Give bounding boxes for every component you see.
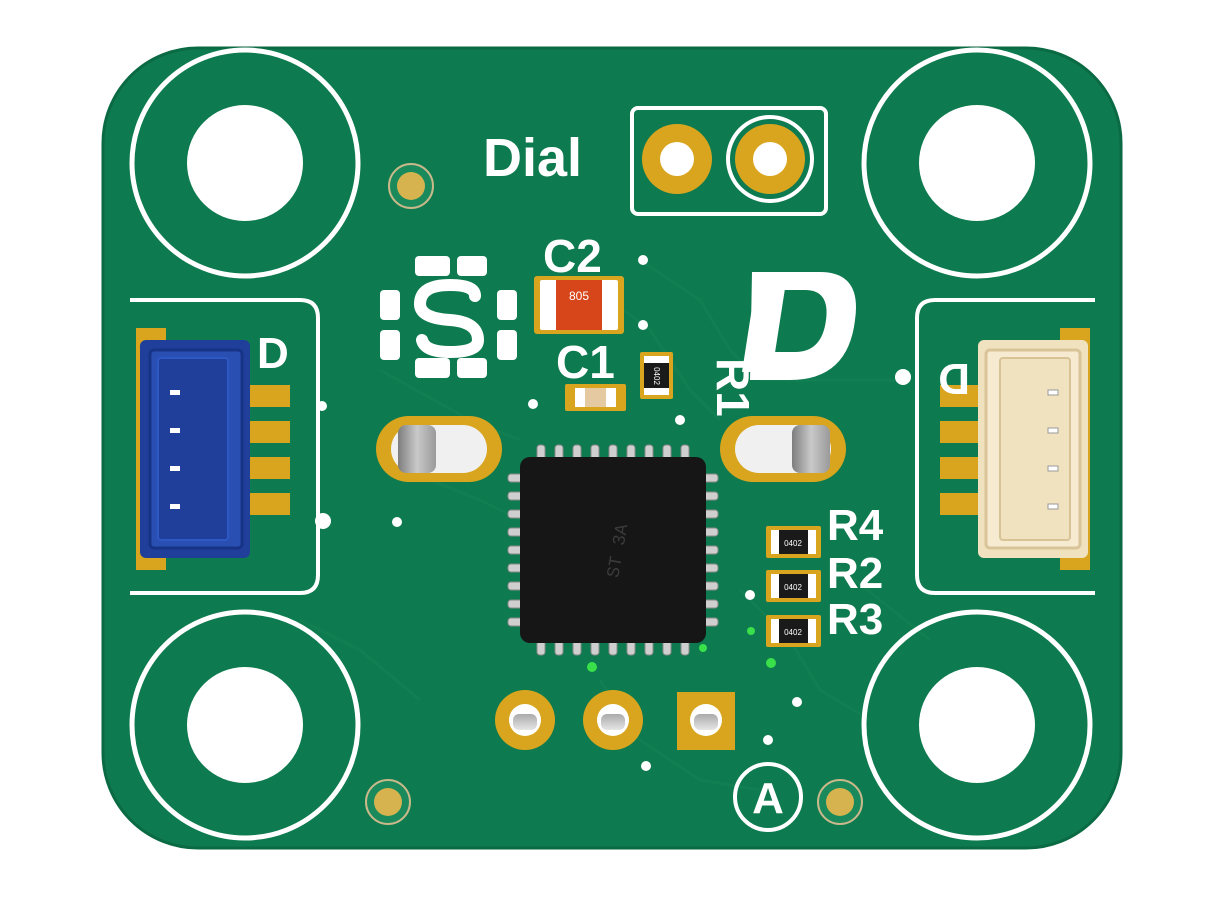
slot-hole-left bbox=[376, 416, 502, 482]
dial-label: Dial bbox=[483, 128, 582, 188]
resistor-r1: 0402 bbox=[640, 352, 673, 399]
ic-chip: ST 3A bbox=[507, 444, 719, 656]
a-label: A bbox=[752, 774, 784, 823]
capacitor-c2: 805 bbox=[534, 276, 624, 334]
logo-d-icon bbox=[742, 272, 856, 380]
c2-package-label: 805 bbox=[569, 289, 589, 303]
capacitor-c1 bbox=[565, 384, 626, 411]
resistor-r2: 0402 bbox=[766, 570, 821, 602]
d-left-label: D bbox=[257, 329, 289, 378]
r1-package-label: 0402 bbox=[652, 367, 661, 385]
c1-label: C1 bbox=[556, 336, 615, 388]
mounting-hole-bottom-right bbox=[861, 609, 1093, 841]
mounting-hole-bottom-left bbox=[129, 609, 361, 841]
slot-hole-right bbox=[720, 416, 846, 482]
small-vias bbox=[315, 255, 911, 771]
green-vias bbox=[587, 627, 776, 672]
resistor-r3: 0402 bbox=[766, 615, 821, 647]
r4-label: R4 bbox=[827, 501, 884, 550]
r4-package-label: 0402 bbox=[784, 539, 802, 548]
via-pads bbox=[365, 163, 863, 825]
a-marker: A bbox=[733, 762, 803, 832]
r2-package-label: 0402 bbox=[784, 583, 802, 592]
r3-label: R3 bbox=[827, 595, 883, 644]
logo-s-icon bbox=[380, 256, 517, 378]
mounting-hole-top-left bbox=[129, 47, 361, 279]
bottom-header bbox=[495, 690, 735, 750]
mounting-hole-top-right bbox=[861, 47, 1093, 279]
d-right-label: D bbox=[938, 354, 970, 403]
connector-right bbox=[940, 328, 1090, 570]
dial-header bbox=[642, 115, 814, 203]
r2-label: R2 bbox=[827, 549, 883, 598]
c2-label: C2 bbox=[543, 230, 602, 282]
silkscreen-outlines bbox=[130, 106, 1095, 595]
r3-package-label: 0402 bbox=[784, 628, 802, 637]
connector-left bbox=[136, 328, 290, 570]
resistor-r4: 0402 bbox=[766, 526, 821, 558]
